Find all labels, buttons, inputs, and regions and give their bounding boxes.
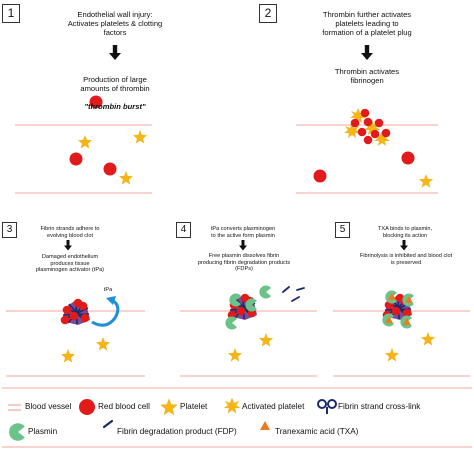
fibrin-clot — [61, 299, 90, 325]
down-arrow-icon — [64, 240, 72, 251]
platelet-plug — [344, 108, 391, 146]
panel-number-2: 2 — [259, 4, 277, 23]
panel-2-result: Thrombin activates fibrinogen — [334, 67, 400, 85]
panel-3-result: Damaged endothelium produces tissue plas… — [35, 254, 105, 274]
red-blood-cell — [103, 162, 117, 176]
legend-fibrin-crosslink-icon — [317, 399, 337, 414]
down-arrow-icon — [239, 240, 247, 251]
red-blood-cell — [69, 152, 83, 166]
legend-txa: Tranexamic acid (TXA) — [275, 427, 359, 436]
platelet — [385, 348, 399, 362]
panel-1-result-line2: "thrombin burst" — [84, 102, 146, 111]
legend-activated-platelet-icon — [223, 397, 241, 414]
platelet — [259, 333, 273, 347]
legend-platelet: Platelet — [180, 402, 208, 411]
red-blood-cell — [313, 169, 327, 183]
platelet — [61, 349, 75, 363]
panel-4-result: Free plasmin dissolves fibrin producing … — [197, 253, 291, 273]
legend-rbc-icon — [79, 399, 95, 415]
panel-4-text: tPa converts plasminogen to the active f… — [210, 226, 276, 239]
panel-2-text: Thrombin further activates platelets lea… — [322, 10, 412, 37]
panel-5-text: TXA binds to plasmin, blocking its actio… — [377, 226, 433, 239]
panel-5-result: Fibrinolysis is inhibited and blood clot… — [359, 253, 453, 266]
red-blood-cell — [401, 151, 415, 165]
legend-platelet-icon — [160, 398, 178, 416]
platelet — [228, 348, 242, 362]
panel-number-3: 3 — [2, 222, 17, 238]
panel-2 — [296, 45, 438, 194]
legend-fdp-icon — [102, 419, 114, 429]
platelet — [96, 337, 110, 351]
panel-1-result: Production of large amounts of thrombin … — [45, 66, 185, 111]
legend-activated-platelet: Activated platelet — [242, 402, 305, 411]
legend-red-blood-cell: Red blood cell — [98, 402, 150, 411]
panel-4 — [180, 240, 317, 377]
platelet — [133, 130, 147, 144]
plasmin — [225, 316, 237, 330]
legend-blood-vessel: Blood vessel — [25, 402, 72, 411]
fdp-fragments — [282, 286, 305, 302]
panel-5 — [333, 240, 470, 377]
legend-plasmin: Plasmin — [28, 427, 58, 436]
down-arrow-icon — [400, 240, 408, 251]
panel-number-5: 5 — [335, 222, 350, 238]
legend-fibrin-crosslink: Fibrin strand cross-link — [338, 402, 421, 411]
platelet — [78, 135, 92, 149]
legend-txa-icon — [260, 421, 270, 430]
plasmin-txa-complex — [382, 290, 414, 329]
plasmin — [259, 285, 271, 299]
panel-number-1: 1 — [2, 4, 20, 23]
down-arrow-icon — [361, 45, 373, 60]
panel-number-4: 4 — [176, 222, 191, 238]
panel-3 — [6, 240, 145, 377]
legend — [2, 387, 472, 448]
panel-1-result-line1: Production of large amounts of thrombin — [80, 75, 150, 93]
down-arrow-icon — [109, 45, 121, 60]
panel-3-text: Fibrin strands adhere to evolving blood … — [40, 226, 100, 239]
legend-fdp: Fibrin degradation product (FDP) — [117, 427, 237, 436]
platelet — [419, 174, 433, 188]
platelet — [119, 171, 133, 185]
panel-1 — [15, 45, 152, 194]
tpa-label: tPa — [103, 287, 113, 293]
platelet — [421, 332, 435, 346]
legend-plasmin-icon — [9, 423, 25, 441]
tpa-arrow — [91, 298, 120, 327]
panel-1-text: Endothelial wall injury: Activates plate… — [67, 10, 163, 37]
